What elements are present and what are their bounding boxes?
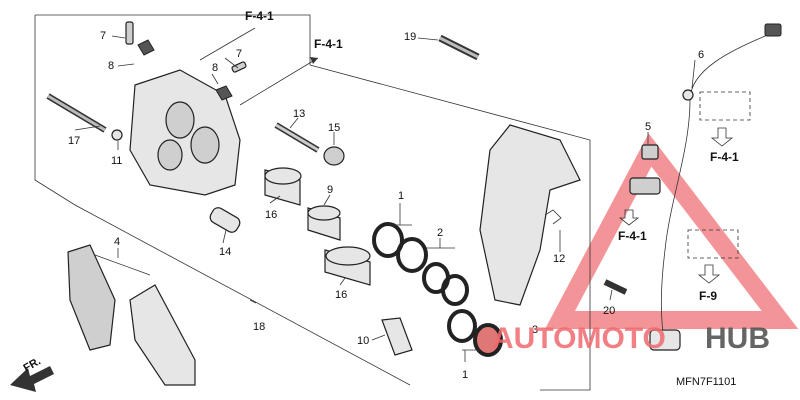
assembly-boundary — [34, 14, 591, 391]
watermark-text-automoto: AUTOMOTO — [492, 322, 666, 355]
boot-15 — [323, 146, 345, 166]
caliper-bracket-3 — [479, 124, 581, 306]
callout-15: 15 — [328, 122, 340, 134]
spring-12 — [544, 209, 562, 225]
callout-1b: 1 — [462, 369, 468, 381]
seals-2 — [422, 262, 469, 306]
callout-12: 12 — [553, 253, 565, 265]
bleeder-screw-7b — [231, 61, 247, 73]
bolt-19 — [438, 34, 480, 61]
callout-4: 4 — [114, 236, 120, 248]
speed-sensor-head — [649, 329, 681, 351]
piston-16b — [324, 246, 371, 286]
ref-f41-c: F-4-1 — [710, 150, 739, 164]
leader-lines — [74, 35, 696, 362]
reference-arrows — [199, 27, 319, 106]
arrow-lower — [697, 264, 721, 284]
callout-16a: 16 — [265, 209, 277, 221]
washer-11 — [111, 129, 123, 141]
callout-9: 9 — [327, 184, 333, 196]
callout-8a: 8 — [108, 60, 114, 72]
pin-13 — [274, 122, 320, 153]
seals-1-upper — [372, 222, 428, 273]
cap-8a — [137, 39, 155, 56]
callout-10: 10 — [357, 335, 369, 347]
pad-clip-10 — [381, 317, 413, 356]
callout-6: 6 — [698, 49, 704, 61]
brake-pad-4a — [67, 244, 116, 351]
callout-17: 17 — [68, 135, 80, 147]
arrow-mid — [618, 209, 640, 226]
arrow-upper — [710, 127, 734, 147]
callout-20: 20 — [603, 305, 615, 317]
front-arrow-icon — [10, 366, 54, 392]
bleeder-screw-7a — [125, 21, 134, 45]
callout-13: 13 — [293, 108, 305, 120]
callout-16b: 16 — [335, 289, 347, 301]
callout-14: 14 — [219, 246, 231, 258]
diagram-code: MFN7F1101 — [676, 376, 736, 388]
piston-16a — [264, 167, 302, 206]
brake-pad-4b — [129, 284, 196, 386]
sensor-clip-5 — [629, 144, 661, 195]
piston-9 — [307, 205, 341, 241]
callout-3: 3 — [532, 324, 538, 336]
detail-box-upper — [699, 91, 751, 121]
callout-11: 11 — [111, 155, 122, 167]
callout-5: 5 — [645, 121, 651, 133]
callout-7b: 7 — [236, 48, 242, 60]
cap-8b — [215, 85, 233, 101]
watermark-triangle — [545, 133, 799, 329]
sensor-cable-6 — [660, 23, 782, 346]
seals-1-lower — [447, 309, 503, 357]
ref-f41-a: F-4-1 — [245, 9, 274, 23]
callout-1a: 1 — [398, 190, 404, 202]
ref-f9: F-9 — [699, 289, 717, 303]
pin-bolt-17 — [46, 93, 107, 133]
callout-2: 2 — [437, 227, 443, 239]
callout-19: 19 — [404, 31, 416, 43]
ref-f41-d: F-4-1 — [618, 229, 647, 243]
callout-8b: 8 — [212, 62, 218, 74]
sleeve-14 — [209, 207, 241, 233]
callout-18: 18 — [253, 321, 265, 333]
callout-7a: 7 — [100, 30, 106, 42]
detail-box-lower — [687, 229, 739, 259]
watermark-text-hub: HUB — [705, 322, 770, 355]
bolt-20 — [603, 279, 628, 295]
caliper-body — [129, 69, 241, 196]
ref-f41-b: F-4-1 — [314, 37, 343, 51]
